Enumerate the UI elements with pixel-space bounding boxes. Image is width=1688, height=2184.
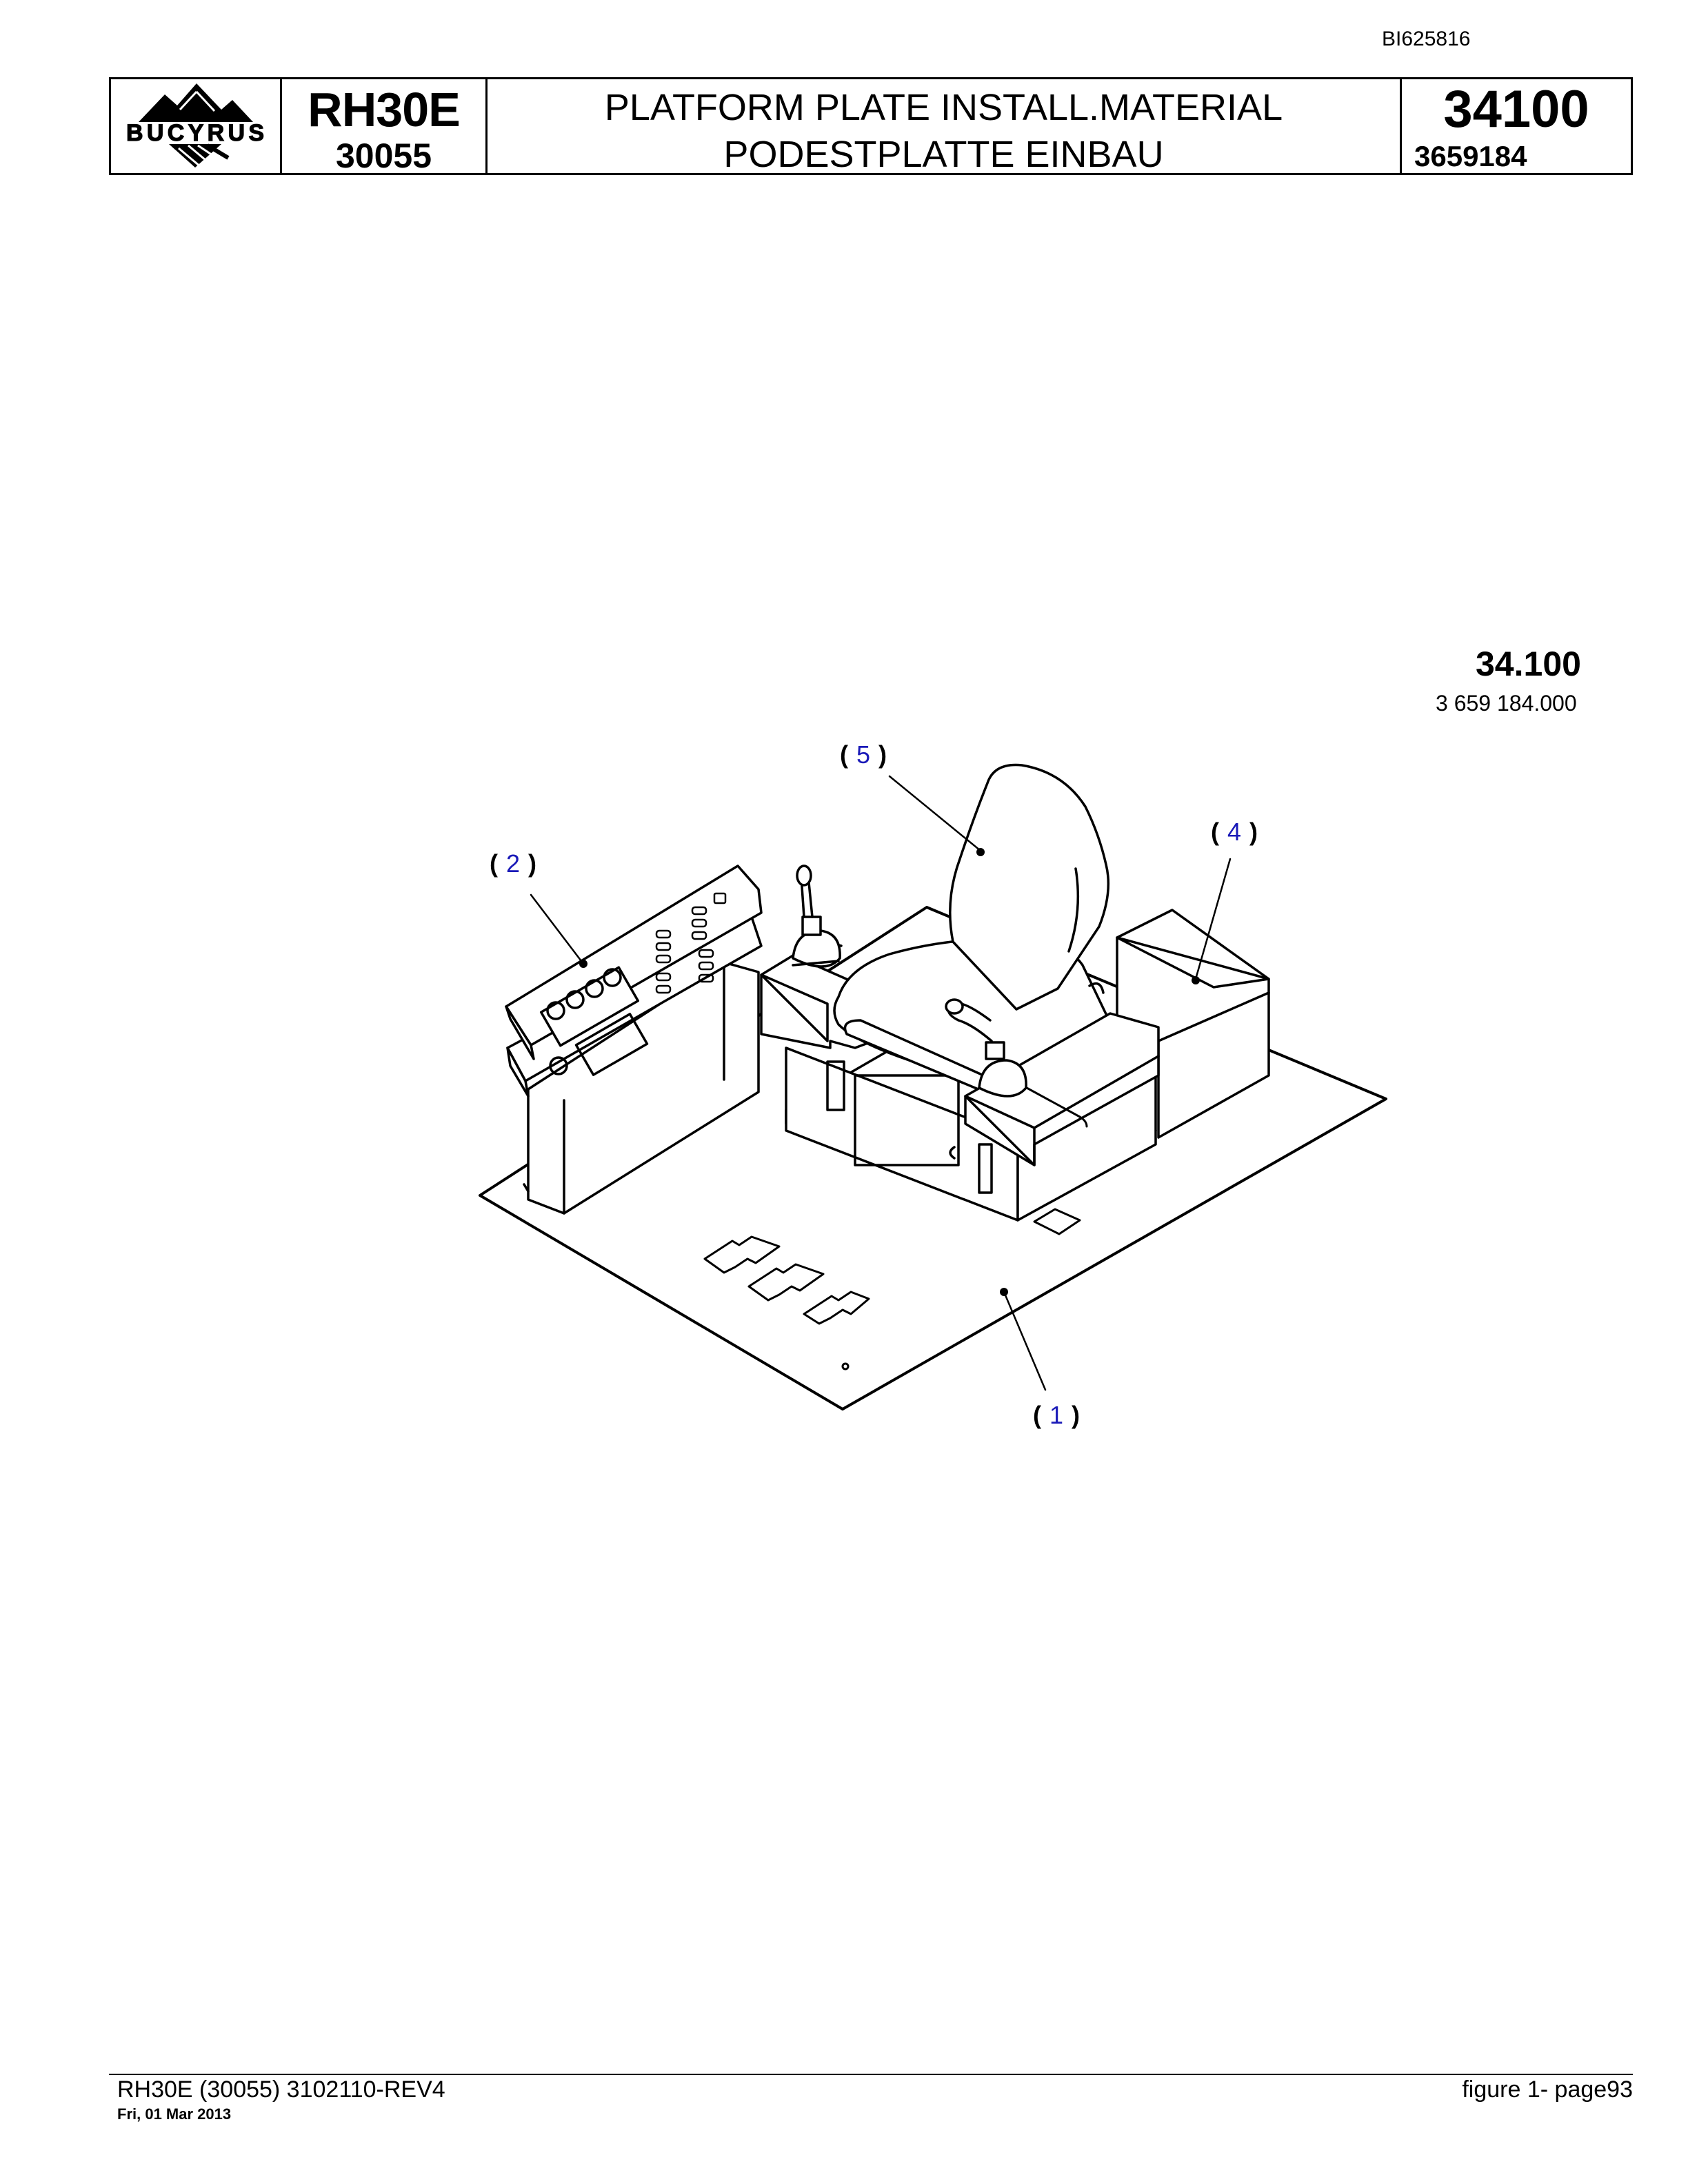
callout-2: (2) [490,849,537,878]
footer-page-ref: figure 1- page93 [1462,2076,1633,2103]
document-id: BI625816 [1382,28,1471,50]
part-number: 3659184 [1414,140,1527,172]
figure-ref-code: 34.100 [1476,645,1581,683]
title-cell: PLATFORM PLATE INSTALL.MATERIAL PODESTPL… [488,79,1402,175]
control-console [505,865,763,1215]
model-name: RH30E [308,83,461,136]
footer-date: Fri, 01 Mar 2013 [117,2105,232,2123]
callout-number: 5 [856,740,871,769]
callout-5: (5) [840,740,887,769]
figure-ref-number: 3 659 184.000 [1436,691,1577,716]
footer-divider [109,2074,1633,2075]
logo-text: BUCYRUS [126,120,264,146]
group-cell: 34100 3659184 [1402,79,1631,173]
callout-4: (4) [1211,818,1258,846]
leader-dots [579,848,1200,1296]
leader-lines [530,775,1232,1391]
model-cell: RH30E 30055 [282,79,488,175]
model-serial: 30055 [335,136,432,175]
pedal-cutouts [703,1208,1081,1325]
callout-number: 2 [506,849,521,878]
title-german: PODESTPLATTE EINBAU [723,134,1164,175]
title-block: BUCYRUS RH30E 30055 PLATFORM PLATE INSTA… [109,77,1633,175]
logo-cell: BUCYRUS [111,79,282,173]
footer-document-ref: RH30E (30055) 3102110-REV4 [117,2076,445,2103]
right-joystick-box [945,998,1160,1166]
bucyrus-logo: BUCYRUS [121,83,270,172]
callout-number: 4 [1227,818,1242,846]
group-number: 34100 [1443,80,1589,139]
callout-1: (1) [1033,1401,1081,1429]
title-english: PLATFORM PLATE INSTALL.MATERIAL [604,87,1283,128]
callout-number: 1 [1049,1401,1064,1429]
